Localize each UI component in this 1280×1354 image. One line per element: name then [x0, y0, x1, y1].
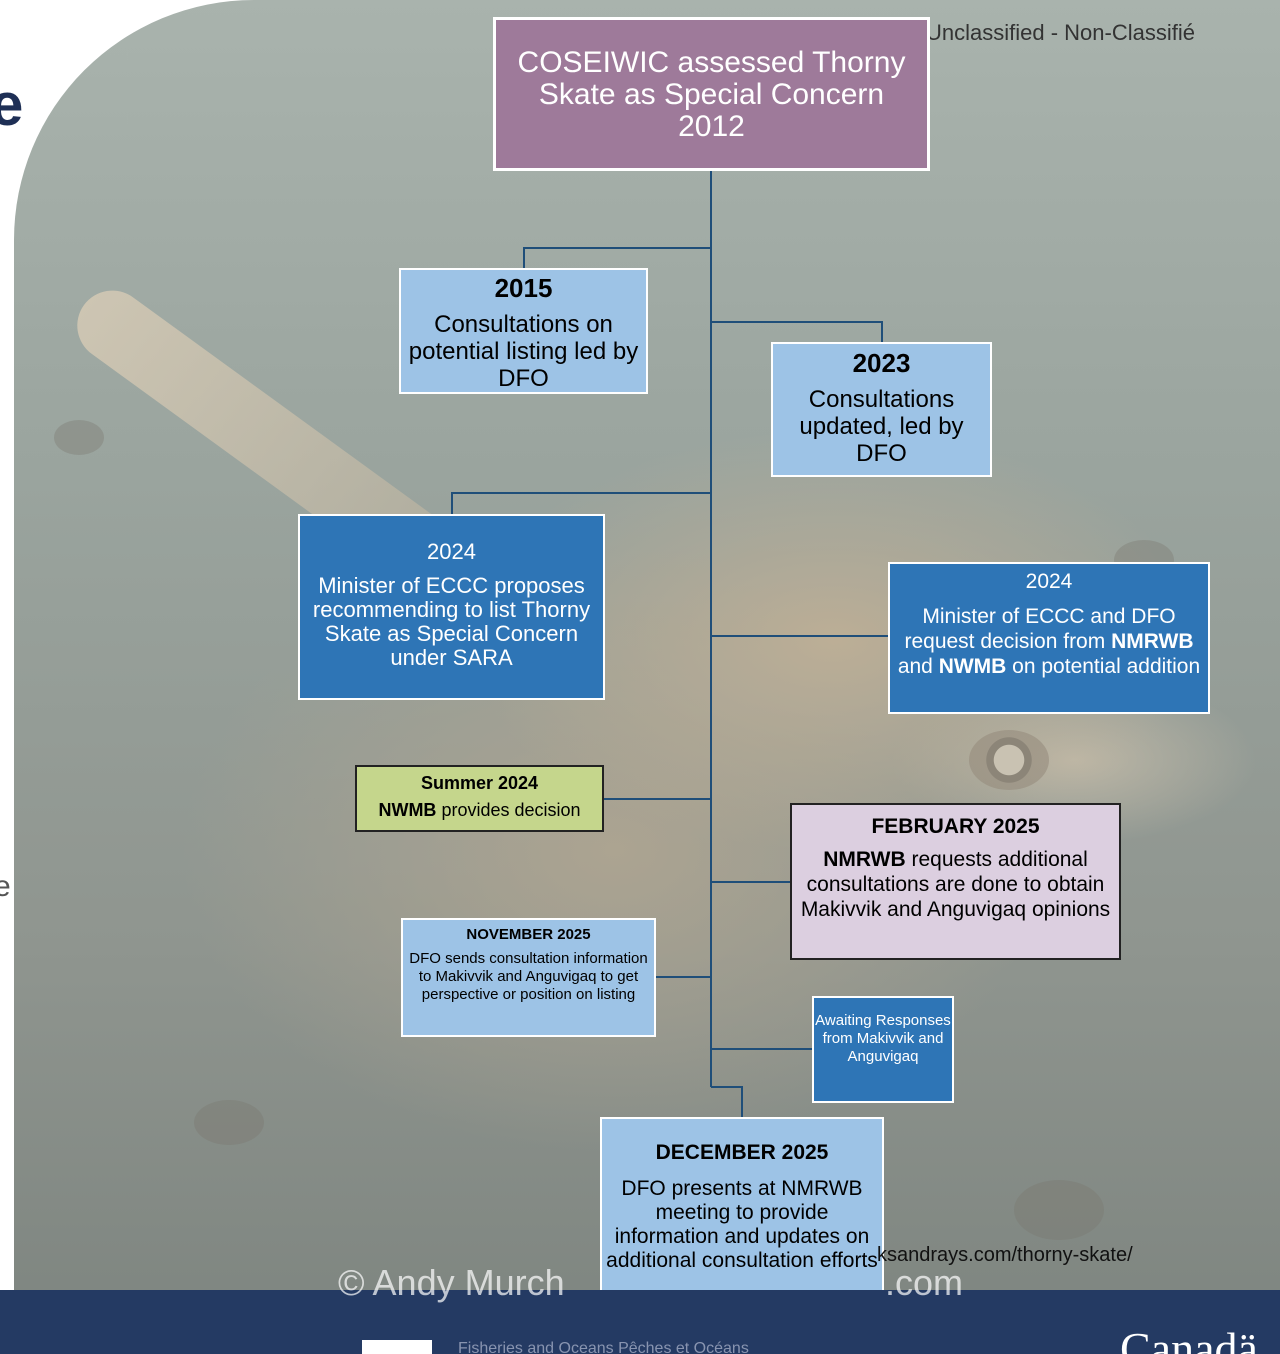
year-2024-proposal: 2024 — [427, 539, 476, 564]
cut-text-fragment: e — [0, 870, 11, 903]
text-2024-request-mid: and — [897, 655, 939, 678]
text-2024-proposal: Minister of ECCC proposes recommending t… — [312, 573, 591, 670]
pebble — [1014, 1180, 1104, 1240]
root-line-2: Skate as Special Concern — [538, 78, 885, 111]
cut-title-fragment: e — [0, 71, 24, 138]
year-2015: 2015 — [494, 273, 553, 303]
connector-dec — [711, 1086, 743, 1117]
slide-left-edge — [0, 0, 14, 1354]
root-year: 2012 — [678, 110, 745, 143]
text-feb: requests additional consultations are do… — [800, 848, 1111, 921]
photo-watermark-com: .com — [885, 1262, 964, 1303]
canada-flag-icon — [362, 1340, 432, 1354]
root-line-1: COSEIWIC assessed Thorny — [517, 46, 906, 79]
footer-department: Fisheries and Oceans Pêches et Océans — [458, 1340, 749, 1354]
text-nov: DFO sends consultation information to Ma… — [409, 950, 648, 1003]
org-nmrwb: NMRWB — [1111, 630, 1194, 653]
org-summer: NWMB — [378, 800, 437, 820]
year-2024-request: 2024 — [1025, 570, 1073, 593]
timeline-box-2015: 2015 Consultations on potential listing … — [399, 268, 648, 394]
timeline-box-nov-2025: NOVEMBER 2025 DFO sends consultation inf… — [401, 918, 656, 1037]
timeline-box-summer-2024: Summer 2024 NWMB provides decision — [355, 765, 604, 832]
title-feb-2025: FEBRUARY 2025 — [871, 815, 1040, 838]
title-summer-2024: Summer 2024 — [420, 773, 539, 793]
skate-eye — [969, 730, 1049, 790]
year-2023: 2023 — [852, 348, 911, 378]
text-2015: Consultations on potential listing led b… — [408, 311, 639, 392]
timeline-box-2024-request: 2024 Minister of ECCC and DFO request de… — [888, 562, 1210, 714]
timeline-box-awaiting: Awaiting Responses from Makivvik and Ang… — [812, 996, 954, 1103]
timeline-box-feb-2025: FEBRUARY 2025 NMRWB requests additional … — [790, 803, 1121, 960]
connector-2015 — [523, 247, 711, 268]
pebble — [194, 1100, 264, 1145]
photo-source-url: ksandrays.com/thorny-skate/ — [877, 1244, 1133, 1266]
timeline-box-2023: 2023 Consultations updated, led by DFO — [771, 342, 992, 477]
text-dec: DFO presents at NMRWB meeting to provide… — [606, 1177, 878, 1272]
text-summer: provides decision — [436, 800, 581, 820]
org-feb: NMRWB — [823, 848, 906, 871]
photo-watermark: © Andy Murch — [338, 1262, 565, 1303]
title-dec-2025: DECEMBER 2025 — [655, 1141, 829, 1164]
timeline-box-dec-2025: DECEMBER 2025 DFO presents at NMRWB meet… — [600, 1117, 884, 1304]
org-nwmb: NWMB — [938, 655, 1007, 678]
canada-wordmark: Canadä — [1120, 1323, 1258, 1354]
timeline-root-box: COSEIWIC assessed Thorny Skate as Specia… — [493, 17, 930, 171]
text-awaiting: Awaiting Responses from Makivvik and Ang… — [815, 1012, 951, 1065]
connector-2024a — [451, 492, 711, 514]
title-nov-2025: NOVEMBER 2025 — [466, 926, 591, 943]
text-2024-request-post: on potential addition — [1006, 655, 1201, 678]
pebble — [54, 420, 104, 455]
text-2023: Consultations updated, led by DFO — [799, 386, 964, 467]
connector-2023 — [711, 321, 883, 342]
text-2024-request-pre: Minister of ECCC and DFO request decisio… — [904, 605, 1176, 653]
classification-label: Unclassified - Non-Classifié — [926, 20, 1195, 45]
footer-bar — [0, 1290, 1280, 1354]
timeline-box-2024-proposal: 2024 Minister of ECCC proposes recommend… — [298, 514, 605, 700]
